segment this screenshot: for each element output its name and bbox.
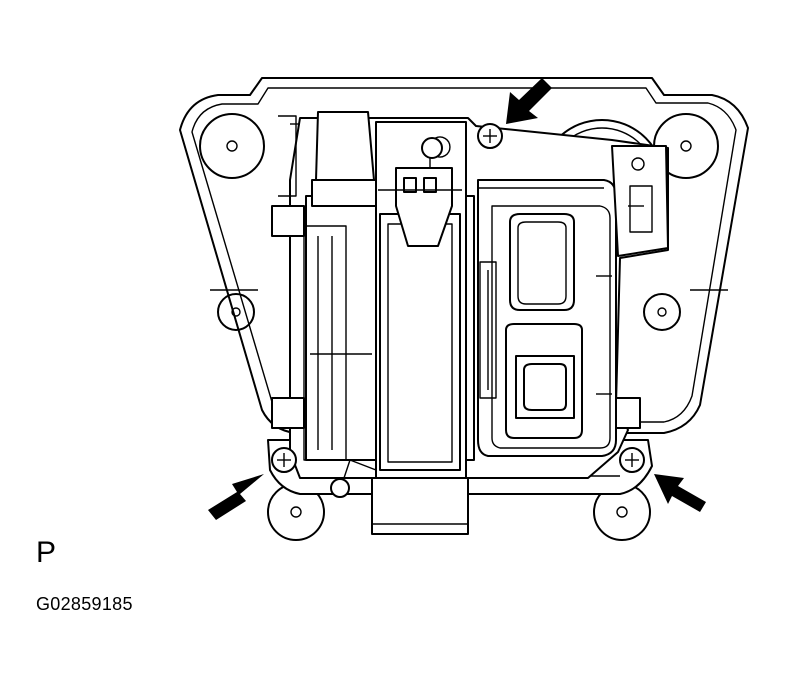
side-bracket xyxy=(611,145,669,257)
arrow-lower-right-icon xyxy=(654,474,706,512)
arrow-lower-left-icon xyxy=(208,474,264,520)
bolt-left xyxy=(271,447,297,473)
arrow-upper-right-icon xyxy=(506,78,552,124)
lower-left-pad xyxy=(217,293,255,331)
upper-left-boss xyxy=(199,113,265,179)
center-stand xyxy=(330,477,469,535)
view-label: P xyxy=(36,536,57,569)
figure-id: G02859185 xyxy=(36,594,133,614)
selector-housing xyxy=(477,179,617,457)
bolt-right xyxy=(619,447,645,473)
lower-right-pad xyxy=(643,293,681,331)
base-plate xyxy=(179,77,749,434)
bolt-top xyxy=(477,123,503,149)
slider-gate xyxy=(343,121,467,479)
